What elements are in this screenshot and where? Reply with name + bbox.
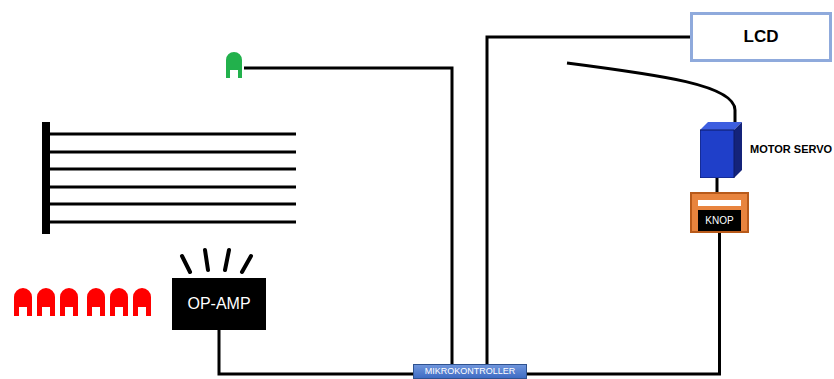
- op-amp-box: OP-AMP: [172, 278, 266, 330]
- servo-arm: [567, 63, 735, 122]
- lcd-box: LCD: [690, 12, 832, 62]
- node-label: LCD: [744, 27, 779, 47]
- node-label: MIKROKONTROLLER: [425, 367, 516, 376]
- red-leds: [14, 288, 151, 316]
- servo-motor: MOTOR SERVO: [700, 122, 742, 178]
- button-slot: [698, 200, 741, 206]
- comb-lines: [50, 134, 296, 222]
- wire: [487, 37, 690, 364]
- comb-bar: [42, 122, 50, 234]
- wire: [219, 330, 413, 374]
- microcontroller-bar: MIKROKONTROLLER: [413, 364, 527, 379]
- button-cap: KNOP: [698, 210, 741, 231]
- op-amp-rays: [182, 250, 251, 272]
- green-led: [226, 52, 242, 78]
- servo-cube: [700, 122, 742, 178]
- node-label: MOTOR SERVO: [750, 143, 832, 155]
- push-button: KNOP: [690, 192, 749, 233]
- wire: [716, 178, 719, 192]
- led-wire: [244, 68, 452, 364]
- node-label: OP-AMP: [187, 295, 250, 313]
- wire: [527, 233, 720, 374]
- node-label: KNOP: [705, 215, 733, 226]
